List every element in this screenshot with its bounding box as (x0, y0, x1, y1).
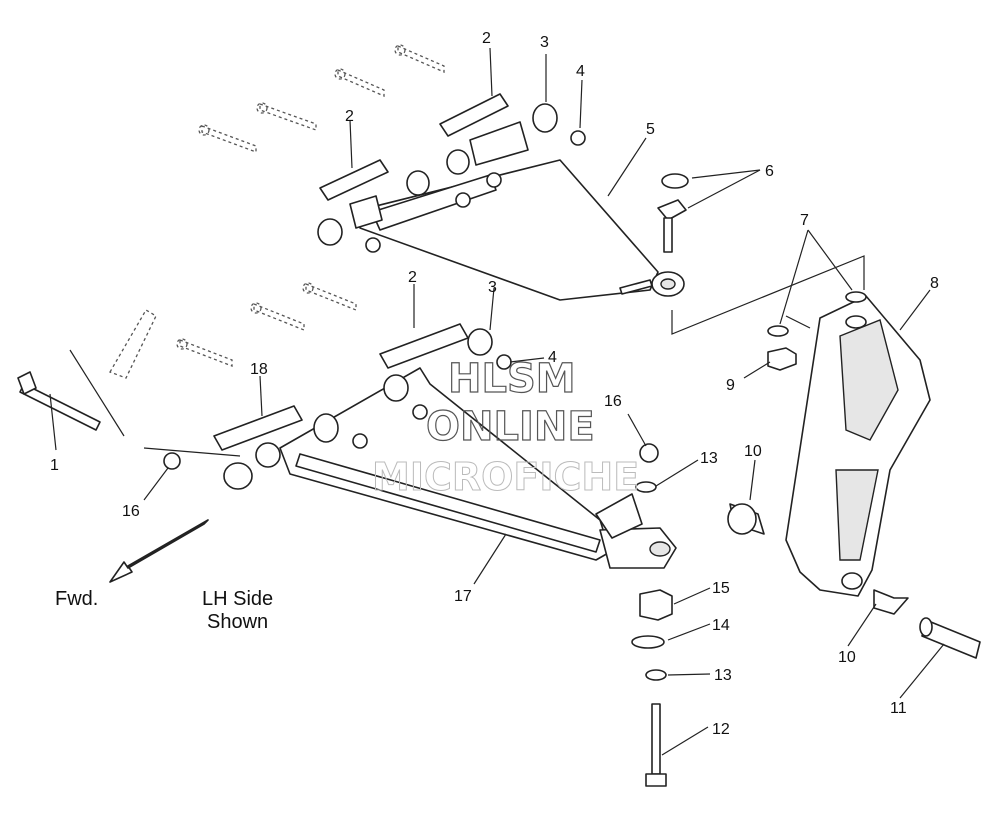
phantom-bolts-upper (198, 44, 445, 153)
phantom-bolts-lower (109, 282, 357, 379)
watermark-line1: HLSM (448, 356, 576, 402)
nut-16-left (163, 452, 181, 470)
ball-joint (657, 173, 689, 253)
upper-bushings (317, 93, 586, 253)
label-17: 17 (454, 588, 472, 605)
label-2-mid: 2 (345, 108, 354, 125)
label-5: 5 (646, 121, 655, 138)
label-10-left: 10 (744, 443, 762, 460)
watermark-line3: MICROFICHE (372, 455, 639, 499)
washers-and-nut (767, 291, 867, 371)
watermark-line2: ONLINE (426, 404, 595, 450)
callout-labels: 1 2 3 4 2 5 6 7 8 9 2 3 4 18 16 13 10 16… (50, 30, 939, 738)
knuckle-bushings (727, 503, 981, 659)
label-2-top: 2 (482, 30, 491, 47)
label-12: 12 (712, 721, 730, 738)
label-9: 9 (726, 377, 735, 394)
label-2-low: 2 (408, 269, 417, 286)
label-14: 14 (712, 617, 730, 634)
label-11: 11 (890, 700, 907, 717)
side-caption-line2: Shown (207, 611, 268, 633)
label-1: 1 (50, 457, 59, 474)
long-bolt (17, 371, 101, 431)
forward-arrow (109, 519, 209, 583)
steering-knuckle (785, 295, 931, 597)
label-8: 8 (930, 275, 939, 292)
forward-caption: Fwd. (55, 588, 98, 610)
label-7: 7 (800, 212, 809, 229)
lower-hardware-stack (631, 589, 673, 787)
label-18: 18 (250, 361, 268, 378)
label-4-low: 4 (548, 349, 557, 366)
label-3-top: 3 (540, 34, 549, 51)
label-13-right: 13 (700, 450, 718, 467)
upper-a-arm (349, 121, 685, 301)
label-4-top: 4 (576, 63, 585, 80)
side-caption-line1: LH Side (202, 588, 273, 610)
leader-lines (49, 47, 945, 756)
label-16-right: 16 (604, 393, 622, 410)
lower-a-arm (213, 323, 677, 569)
right-hardware-16-13 (635, 443, 659, 493)
watermark: HLSM ONLINE MICROFICHE (372, 355, 640, 499)
label-16-left: 16 (122, 503, 140, 520)
label-15: 15 (712, 580, 730, 597)
label-13-low: 13 (714, 667, 732, 684)
label-10-right: 10 (838, 649, 856, 666)
label-6: 6 (765, 163, 774, 180)
label-3-low: 3 (488, 279, 497, 296)
